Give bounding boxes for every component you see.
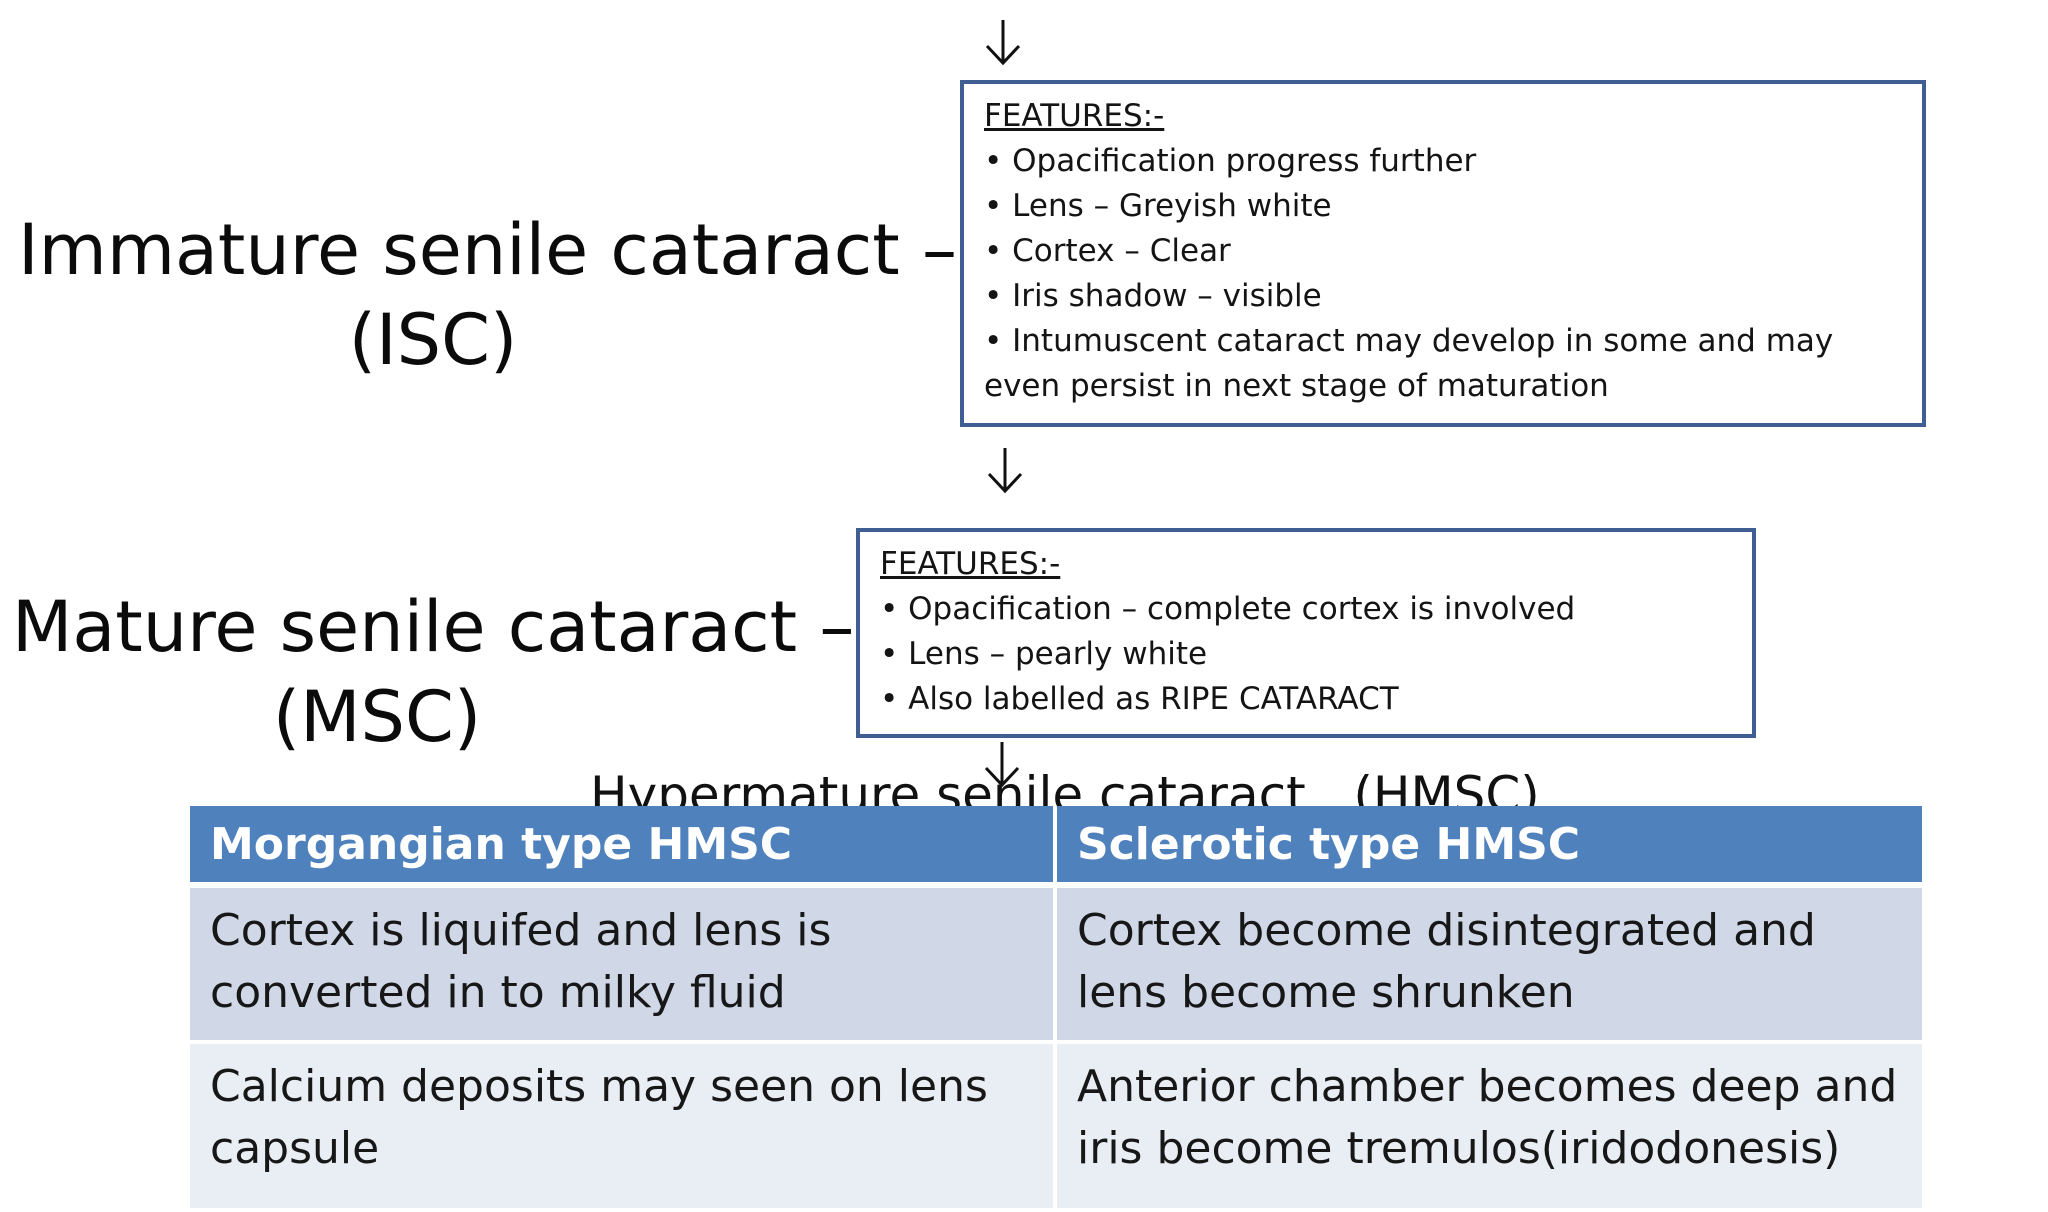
table-row: Calcium deposits may seen on lens capsul…	[190, 1042, 1922, 1212]
hmsc-comparison-table: Morgangian type HMSC Sclerotic type HMSC…	[190, 806, 1922, 1212]
table-cell: Cortex become disintegrated and lens bec…	[1055, 885, 1922, 1044]
column-header-morgagnian: Morgangian type HMSC	[190, 806, 1057, 888]
down-arrow-icon	[985, 20, 1021, 66]
feature-item: Opacification progress further	[984, 139, 1902, 184]
down-arrow-icon	[987, 448, 1023, 494]
stage-title-mature: Mature senile cataract – (MSC)	[12, 586, 855, 758]
feature-item: Iris shadow – visible	[984, 274, 1902, 319]
table-row: Cortex is liquifed and lens is converted…	[190, 885, 1922, 1044]
features-header: FEATURES:-	[880, 546, 1061, 582]
features-box-mature: FEATURES:- Opacification – complete cort…	[856, 528, 1756, 738]
features-box-immature: FEATURES:- Opacification progress furthe…	[960, 80, 1926, 427]
feature-item: Lens – Greyish white	[984, 184, 1902, 229]
table-cell: Anterior chamber becomes deep and iris b…	[1055, 1042, 1922, 1212]
feature-item: Opacification – complete cortex is invol…	[880, 587, 1732, 632]
feature-item: Lens – pearly white	[880, 632, 1732, 677]
feature-item: Cortex – Clear	[984, 229, 1902, 274]
down-arrow-icon	[984, 742, 1020, 788]
features-header: FEATURES:-	[984, 98, 1165, 134]
table-cell: Calcium deposits may seen on lens capsul…	[190, 1042, 1057, 1212]
feature-item: Intumuscent cataract may develop in some…	[984, 319, 1902, 409]
table-header-row: Morgangian type HMSC Sclerotic type HMSC	[190, 806, 1922, 888]
feature-item: Also labelled as RIPE CATARACT	[880, 677, 1732, 722]
table-cell: Cortex is liquifed and lens is converted…	[190, 885, 1057, 1044]
column-header-sclerotic: Sclerotic type HMSC	[1055, 806, 1922, 888]
stage-title-immature: Immature senile cataract – (ISC)	[18, 209, 957, 381]
